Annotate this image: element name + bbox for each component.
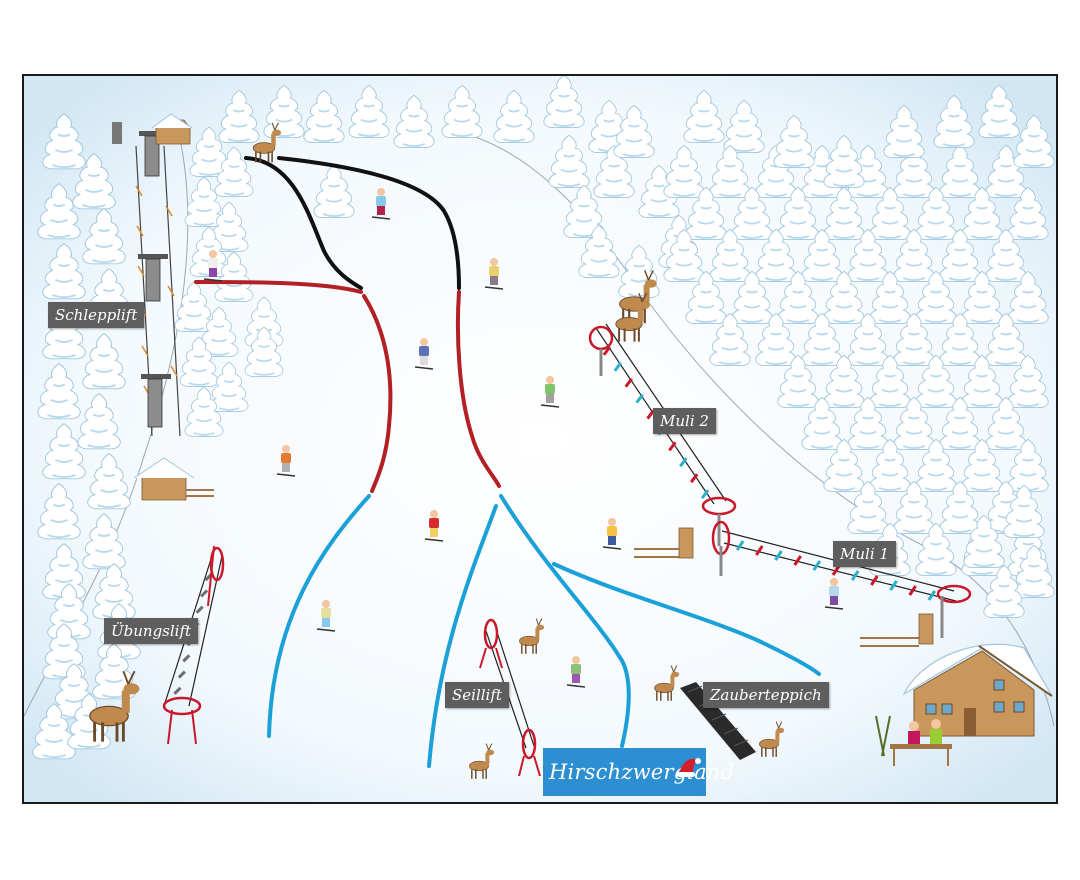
skier-icon [484,258,504,290]
label-uebungslift[interactable]: Übungslift [104,618,199,644]
run-blue [267,494,821,768]
label-seillift[interactable]: Seillift [445,682,509,708]
skier-icon [424,510,444,542]
schlepplift-structure [112,113,214,501]
logo-text: Hirschzwergland [549,760,735,784]
label-schlepplift[interactable]: Schlepplift [48,302,145,328]
skier-icon [371,188,391,220]
run-red [194,280,501,493]
skier-icon [203,250,223,282]
run-black [244,156,461,290]
skier-icon [414,338,434,370]
seillift-structure [479,618,541,777]
map-illustration [24,76,1056,802]
hirschzwergland-logo: Hirschzwergland [543,748,734,796]
skier-icon [566,656,586,688]
label-zauberteppich[interactable]: Zauberteppich [703,682,829,708]
skier-icon [602,518,622,550]
skier-icon [316,600,336,632]
skier-icon [824,578,844,610]
deer-icon [252,122,282,163]
ski-area-map: Schlepplift Muli 2 Muli 1 Übungslift Sei… [22,74,1058,804]
cabin-icon [875,643,1053,766]
muli1-structure [634,520,972,647]
deer-icon [759,721,785,757]
deer-icon [519,618,545,654]
label-muli1[interactable]: Muli 1 [833,541,896,567]
label-muli2[interactable]: Muli 2 [653,408,716,434]
skier-icon [540,376,560,408]
deer-icon [654,665,680,701]
deer-icon [615,292,650,342]
skier-icon [276,445,296,477]
santa-hat-icon [677,758,701,777]
deer-icon [89,670,140,742]
